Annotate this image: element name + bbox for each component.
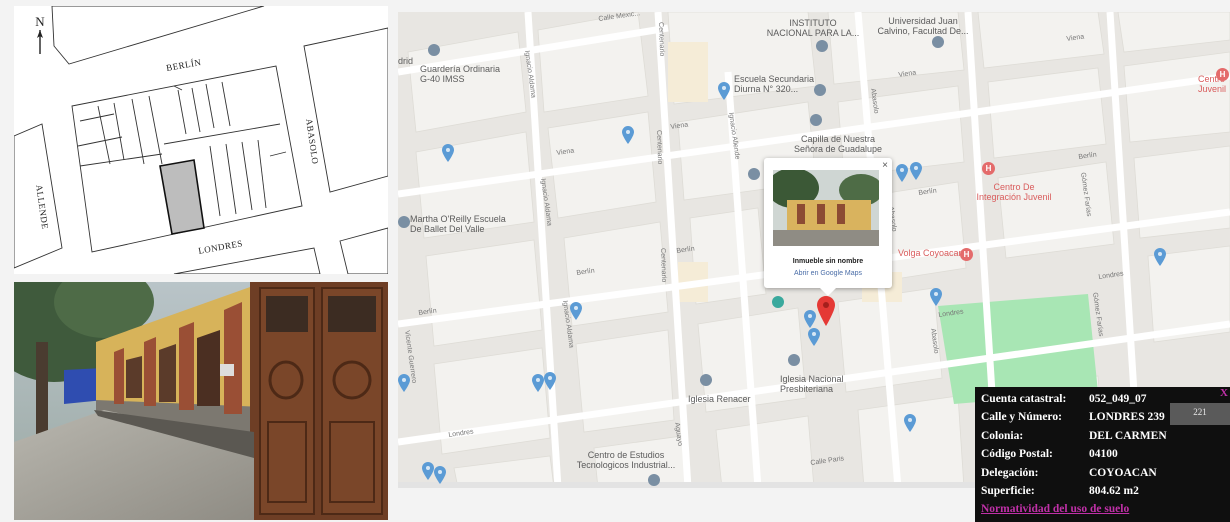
place-guarderia[interactable]: Guardería Ordinaria G-40 IMSS [420,64,501,84]
infowindow-close-button[interactable]: × [882,160,888,171]
blue-pin-icon[interactable] [398,374,410,392]
cadastral-plan: N BERLÍN LONDRES ALLENDE ABASOLO [14,6,388,274]
row-value: 052_049_07 [1089,393,1147,405]
blue-pin-icon[interactable] [532,374,544,392]
poi-escuela-icon[interactable] [814,84,826,96]
blue-pin-icon[interactable] [422,462,434,480]
place-universidad-juan-calvino[interactable]: Universidad Juan Calvino, Facultad De... [877,16,969,36]
blue-pin-icon[interactable] [544,372,556,390]
cadastral-plan-drawing [14,6,388,274]
poi-small-icon[interactable] [748,168,760,180]
poi-guarderia-icon[interactable] [428,44,440,56]
place-centro-estudios[interactable]: Centro de Estudios Tecnologicos Industri… [576,450,676,470]
poi-centro-estudios-icon[interactable] [648,474,660,486]
row-value: LONDRES 239 [1089,411,1165,423]
blue-pin-icon[interactable] [808,328,820,346]
blue-pin-icon[interactable] [442,144,454,162]
place-martha-oreilly[interactable]: Martha O'Reilly Escuela De Ballet Del Va… [410,214,506,234]
blue-pin-icon[interactable] [570,302,582,320]
poi-universidad-icon[interactable] [932,36,944,48]
place-instituto-nacional[interactable]: INSTITUTO NACIONAL PARA LA... [766,18,860,38]
street-centenario-low: Centenario [659,248,668,283]
blue-pin-icon[interactable] [904,414,916,432]
street-photo [14,282,388,520]
open-in-google-maps-link[interactable]: Abrir en Google Maps [793,270,863,277]
row-key: Código Postal: [981,448,1053,460]
row-value: COYOACAN [1089,467,1157,479]
blue-pin-icon[interactable] [910,162,922,180]
infowindow-title: Inmueble sin nombre [792,258,864,265]
blue-pin-icon[interactable] [434,466,446,484]
row-key: Delegación: [981,467,1039,479]
property-info-panel: 221 X Cuenta catastral: 052_049_07 Calle… [975,387,1230,522]
panel-close-button[interactable]: X [1220,387,1228,399]
row-key: Colonia: [981,430,1024,442]
north-arrow-icon [37,30,43,54]
blue-pin-icon[interactable] [930,288,942,306]
lot-number: 221 [1193,407,1207,417]
blue-pin-icon[interactable] [896,164,908,182]
hospital-icon[interactable]: H [982,162,995,175]
poi-presbiteriana-icon[interactable] [788,354,800,366]
row-key: Cuenta catastral: [981,393,1067,405]
place-iglesia-nacional-presbiteriana[interactable]: Iglesia Nacional Presbiteriana [780,374,844,394]
place-escuela-secundaria[interactable]: Escuela Secundaria Diurna N° 320... [734,74,815,94]
place-volga-coyoacan[interactable]: Volga Coyoacan [898,248,964,258]
street-photo-image [14,282,388,520]
place-centro-right[interactable]: Centro Juvenil [1198,74,1227,94]
north-label: N [35,14,45,29]
map-infowindow: × Inmueble sin nombre Abrir en Google Ma… [764,158,892,296]
place-madrid: drid [398,56,414,66]
poi-teal-icon[interactable] [772,296,784,308]
lot-number-badge: 221 [1170,403,1230,425]
blue-pin-icon[interactable] [622,126,634,144]
blue-pin-icon[interactable] [718,82,730,100]
street-centenario-top: Centenario [657,22,666,57]
land-use-regulation-link[interactable]: Normatividad del uso de suelo [981,503,1130,515]
street-centenario-mid: Centenario [655,130,664,165]
blue-pin-icon[interactable] [1154,248,1166,266]
row-key: Superficie: [981,485,1035,497]
row-key: Calle y Número: [981,411,1062,423]
place-iglesia-renacer[interactable]: Iglesia Renacer [688,394,751,404]
poi-instituto-icon[interactable] [816,40,828,52]
hospital-icon-3[interactable]: H [1216,68,1229,81]
infowindow-photo [773,170,879,246]
row-value: 804.62 m2 [1089,485,1139,497]
row-value: 04100 [1089,448,1118,460]
blue-pin-icon[interactable] [804,310,816,328]
hospital-icon-2[interactable]: H [960,248,973,261]
selected-location-pin-icon[interactable] [817,296,835,326]
place-capilla[interactable]: Capilla de Nuestra Señora de Guadalupe [793,134,883,154]
poi-capilla-icon[interactable] [810,114,822,126]
poi-martha-icon[interactable] [398,216,410,228]
north-arrow: N [32,14,48,54]
poi-renacer-icon[interactable] [700,374,712,386]
place-centro-integracion-juvenil[interactable]: Centro De Integración Juvenil [976,182,1052,202]
infowindow-photo-image [773,170,879,246]
row-value: DEL CARMEN [1089,430,1167,442]
